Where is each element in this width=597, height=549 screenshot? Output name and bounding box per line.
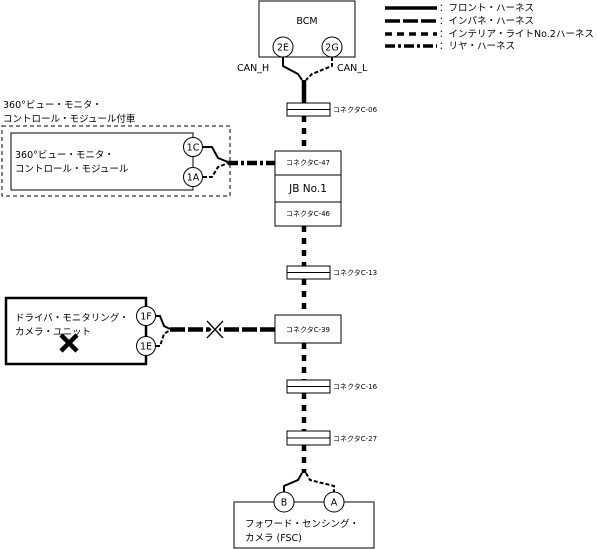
fsc-box bbox=[233, 501, 375, 549]
view-monitor-outer-line2: コントロール・モジュール付車 bbox=[3, 113, 136, 125]
legend-front-label: ：フロント・ハーネス bbox=[439, 3, 534, 14]
connector-c39-label: コネクタC-39 bbox=[286, 325, 330, 334]
fsc-pin-b bbox=[273, 491, 295, 513]
can-l-label: CAN_L bbox=[337, 63, 368, 74]
fsc-line2: カメラ (FSC) bbox=[245, 533, 302, 544]
fsc-pin-b-label: B bbox=[281, 498, 288, 509]
bcm-title: BCM bbox=[296, 16, 317, 27]
view-monitor-pin-1a bbox=[183, 167, 203, 187]
connector-c46 bbox=[274, 201, 342, 227]
driver-monitor-wire-1f bbox=[156, 315, 171, 330]
connector-c16-label: コネクタC-16 bbox=[333, 382, 378, 391]
legend: ：フロント・ハーネス ：インパネ・ハーネス ：インテリア・ライトNo.2ハーネス… bbox=[385, 3, 594, 52]
fsc-pin-a bbox=[323, 491, 345, 513]
fsc-wire-a bbox=[305, 472, 335, 493]
jb-label: JB No.1 bbox=[288, 183, 327, 195]
driver-monitor-wire-1e bbox=[156, 329, 171, 347]
connector-c47-label: コネクタC-47 bbox=[286, 158, 330, 167]
view-monitor-wire-1c bbox=[203, 146, 229, 163]
driver-monitor-line1: ドライバ・モニタリング・ bbox=[15, 312, 129, 324]
view-monitor-pin-1a-label: 1A bbox=[187, 173, 200, 184]
not-equipped-cross-icon bbox=[59, 333, 79, 353]
connector-c16: コネクタC-16 bbox=[286, 379, 378, 394]
driver-monitor-unit: ドライバ・モニタリング・ カメラ・ユニット 1F 1E bbox=[4, 296, 156, 366]
view-monitor-pin-1c bbox=[183, 137, 203, 157]
view-monitor-group: 360°ビュー・モニタ・ コントロール・モジュール付車 360°ビュー・モニタ・… bbox=[1, 100, 231, 197]
junction-block: コネクタC-47 JB No.1 コネクタC-46 bbox=[274, 150, 342, 227]
can-h-wire bbox=[282, 57, 303, 81]
bcm-unit: BCM 2E 2G CAN_H CAN_L bbox=[237, 0, 368, 74]
driver-monitor-line2: カメラ・ユニット bbox=[15, 327, 91, 338]
legend-rear-label: ：リヤ・ハーネス bbox=[439, 41, 515, 52]
connector-c27-label: コネクタC-27 bbox=[333, 434, 377, 443]
driver-monitor-pin-1e bbox=[136, 336, 156, 356]
bcm-pin-2e-label: 2E bbox=[277, 43, 289, 54]
can-h-label: CAN_H bbox=[237, 63, 269, 74]
bcm-pin-2g-label: 2G bbox=[325, 43, 338, 54]
view-monitor-module-box bbox=[10, 132, 194, 191]
legend-interior-label: ：インテリア・ライトNo.2ハーネス bbox=[439, 29, 594, 40]
can-l-wire bbox=[305, 57, 333, 81]
fsc-line1: フォワード・センシング・ bbox=[245, 518, 359, 530]
connector-c27: コネクタC-27 bbox=[286, 430, 377, 446]
fsc-wire-b bbox=[283, 472, 303, 493]
view-monitor-inner-line1: 360°ビュー・モニタ・ bbox=[15, 150, 114, 161]
connector-c06-label: コネクタC-06 bbox=[333, 105, 378, 114]
connector-c06: コネクタC-06 bbox=[286, 102, 378, 117]
view-monitor-wire-1a bbox=[203, 162, 229, 178]
connector-c46-label: コネクタC-46 bbox=[286, 209, 331, 218]
driver-monitor-box bbox=[4, 296, 148, 366]
jb-box bbox=[274, 174, 342, 203]
connector-c13-label: コネクタC-13 bbox=[333, 268, 377, 277]
view-monitor-pin-1c-label: 1C bbox=[187, 143, 200, 154]
driver-monitor-pin-1e-label: 1E bbox=[140, 342, 152, 353]
connector-c39: コネクタC-39 bbox=[274, 314, 342, 344]
legend-inpane-label: ：インパネ・ハーネス bbox=[439, 16, 534, 27]
disconnected-cross-icon bbox=[205, 319, 225, 340]
connector-c13: コネクタC-13 bbox=[286, 265, 377, 280]
driver-monitor-pin-1f-label: 1F bbox=[140, 312, 152, 323]
driver-monitor-pin-1f bbox=[136, 306, 156, 326]
view-monitor-outer-line1: 360°ビュー・モニタ・ bbox=[3, 100, 102, 111]
view-monitor-inner-line2: コントロール・モジュール bbox=[15, 164, 129, 175]
fsc-unit: B A フォワード・センシング・ カメラ (FSC) bbox=[233, 491, 375, 549]
fsc-pin-a-label: A bbox=[331, 498, 338, 509]
